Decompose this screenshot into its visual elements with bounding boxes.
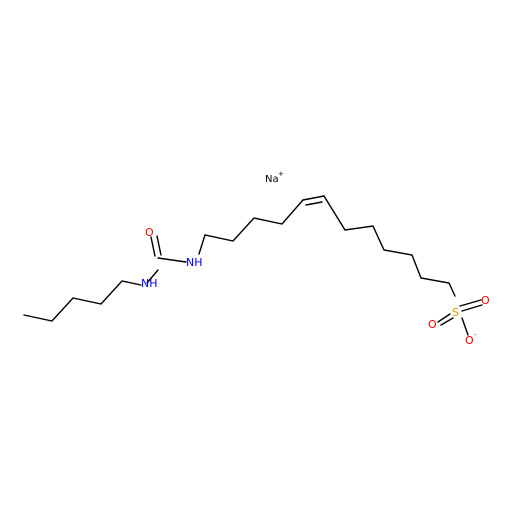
- central-chain-right: [323, 195, 456, 297]
- bond-s-o-left-a: [437, 313, 451, 323]
- cis-double-bond-main: [302, 195, 325, 201]
- sulfonyl-oxygen-top-label: O: [481, 294, 490, 307]
- sulfonyl-oxygen-charge: -: [474, 331, 477, 339]
- carbonyl-double-a: [150, 236, 156, 257]
- bond-nh-carbonyl-left: [146, 269, 159, 284]
- sodium-charge: +: [278, 170, 284, 178]
- carbonyl-double-b: [156, 235, 162, 256]
- bond-s-o-top-a: [459, 299, 482, 307]
- pentyl-chain: [23, 280, 142, 322]
- carbonyl-oxygen-label: O: [145, 226, 154, 239]
- sulfonyl-oxygen-bottom-label: O: [465, 334, 474, 347]
- nh-amide-right-label: NH: [186, 256, 203, 269]
- nh-amide-left-label: NH: [141, 277, 158, 290]
- bond-s-o-bottom: [461, 317, 469, 336]
- sulfur-label: S: [452, 306, 459, 319]
- bond-carbonyl-nh-right: [157, 257, 187, 263]
- carbonyl-bond: [150, 235, 162, 257]
- bond-s-o-left-b: [440, 317, 454, 326]
- sodium-label: Na: [265, 174, 279, 185]
- sulfonyl-oxygen-left-label: O: [428, 318, 437, 331]
- carbon-bonds: [23, 195, 483, 336]
- bond-s-o-top-b: [461, 304, 483, 312]
- cis-double-bond-inner: [305, 201, 323, 206]
- central-chain-left: [198, 199, 304, 255]
